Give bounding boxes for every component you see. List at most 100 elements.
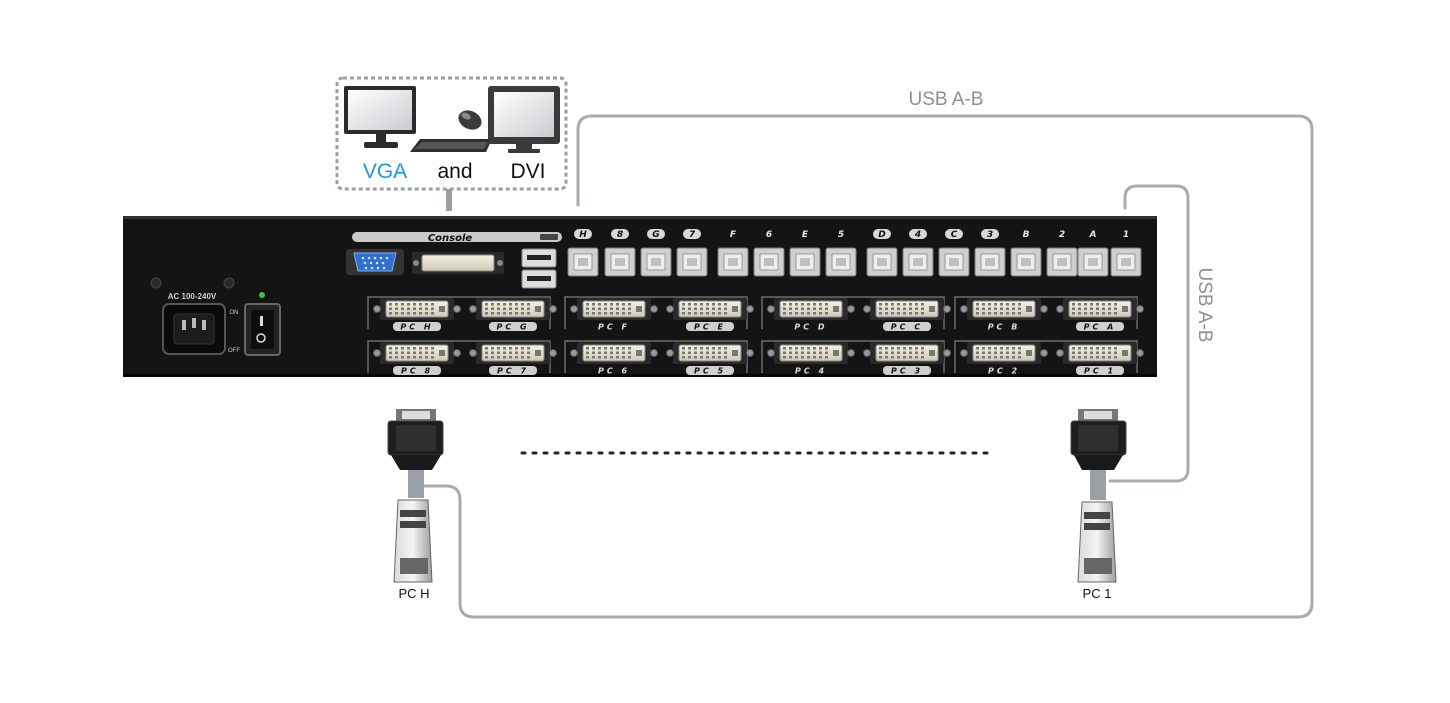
pc-dvi-port[interactable] xyxy=(774,342,848,364)
pc-port-label-badge xyxy=(393,322,441,331)
pc-port-label: PC 4 xyxy=(795,367,827,376)
console-dvi-port[interactable] xyxy=(412,252,504,274)
console-vga-port[interactable] xyxy=(346,249,404,275)
screw-icon xyxy=(1056,305,1064,313)
screw-icon xyxy=(943,305,951,313)
pc-dvi-port[interactable] xyxy=(577,298,651,320)
pc-dvi-port[interactable] xyxy=(380,342,454,364)
pc-dvi-port[interactable] xyxy=(967,298,1041,320)
pc-port-label-badge xyxy=(489,322,537,331)
pc-dvi-port[interactable] xyxy=(870,342,944,364)
pc-port-label: PC G xyxy=(496,323,529,332)
pc-port-label: PC 1 xyxy=(1084,367,1116,376)
pc-dvi-port[interactable] xyxy=(476,342,550,364)
pc-port-label: PC 5 xyxy=(694,367,726,376)
pc-dvi-port[interactable] xyxy=(577,342,651,364)
screw-icon xyxy=(650,349,658,357)
power-switch[interactable] xyxy=(244,303,281,356)
vga-label: VGA xyxy=(363,160,407,183)
usb-b-port[interactable] xyxy=(676,247,708,277)
usb-port-label: B xyxy=(1023,230,1030,240)
pc-port-label-badge xyxy=(393,366,441,375)
pc-dvi-port[interactable] xyxy=(673,342,747,364)
console-label: Console xyxy=(428,233,473,244)
pc-port-label: PC H xyxy=(400,323,433,332)
pc-port-label: PC 2 xyxy=(988,367,1020,376)
screw-icon xyxy=(650,305,658,313)
pc-dvi-port[interactable] xyxy=(1063,342,1137,364)
usb-port-label: 1 xyxy=(1123,230,1129,240)
usb-b-port[interactable] xyxy=(866,247,898,277)
power-rating-label: AC 100-240V xyxy=(168,292,217,301)
pc-port-label: PC C xyxy=(891,323,923,332)
usb-cable-inner xyxy=(1108,184,1190,483)
screw-icon xyxy=(373,305,381,313)
screw-icon xyxy=(943,349,951,357)
pc-dvi-port[interactable] xyxy=(673,298,747,320)
usb-b-port[interactable] xyxy=(789,247,821,277)
console-peripherals-box: VGA and DVI xyxy=(335,76,568,211)
usb-b-port[interactable] xyxy=(640,247,672,277)
usb-port-label: 5 xyxy=(838,230,844,240)
usb-b-port[interactable] xyxy=(1077,247,1109,277)
pc-port-label: PC F xyxy=(598,323,630,332)
screw-icon xyxy=(549,305,557,313)
usb-b-port[interactable] xyxy=(1110,247,1142,277)
pc-left-label: PC H xyxy=(398,586,429,601)
pc-port-label-badge xyxy=(489,366,537,375)
usb-b-port[interactable] xyxy=(604,247,636,277)
usb-port-label-badge xyxy=(647,229,665,239)
usb-port-label-badge xyxy=(909,229,927,239)
screw-icon xyxy=(453,349,461,357)
usb-b-port[interactable] xyxy=(1010,247,1042,277)
usb-b-port[interactable] xyxy=(753,247,785,277)
pc-dvi-port[interactable] xyxy=(967,342,1041,364)
screw-icon xyxy=(469,305,477,313)
pc-port-label-badge xyxy=(883,322,931,331)
pc-dvi-port[interactable] xyxy=(380,298,454,320)
dvi-label: DVI xyxy=(510,160,545,183)
usb-b-port[interactable] xyxy=(938,247,970,277)
pc-dvi-port[interactable] xyxy=(870,298,944,320)
usb-port-label-badge xyxy=(981,229,999,239)
usb-b-port[interactable] xyxy=(902,247,934,277)
screw-icon xyxy=(960,349,968,357)
usb-b-port[interactable] xyxy=(825,247,857,277)
pc-port-label-badge xyxy=(686,366,734,375)
pc-port-label: PC 3 xyxy=(891,367,923,376)
pc-dvi-port[interactable] xyxy=(774,298,848,320)
power-led-icon xyxy=(259,292,265,298)
pc-dvi-port[interactable] xyxy=(476,298,550,320)
pc-port-label-badge xyxy=(1076,366,1124,375)
dvi-monitor-icon xyxy=(488,86,560,153)
usb-port-label: 4 xyxy=(914,230,921,240)
screw-icon xyxy=(1056,349,1064,357)
screw-icon xyxy=(1136,305,1144,313)
console-usb-ports[interactable] xyxy=(521,248,557,289)
usb-b-port[interactable] xyxy=(717,247,749,277)
screw-icon xyxy=(570,305,578,313)
pc-port-label-badge xyxy=(686,322,734,331)
usb-port-label: 6 xyxy=(766,230,772,240)
usb-port-label-badge xyxy=(574,229,592,239)
usb-port-label: H xyxy=(579,230,587,240)
usb-b-port[interactable] xyxy=(1046,247,1078,277)
dvi-plug-right xyxy=(1070,409,1127,500)
screw-icon xyxy=(767,305,775,313)
console-label-bar: Console xyxy=(352,232,562,244)
usb-port-label-badge xyxy=(683,229,701,239)
pc-dvi-port[interactable] xyxy=(1063,298,1137,320)
usb-port-label: E xyxy=(802,230,809,240)
usb-b-port[interactable] xyxy=(974,247,1006,277)
vga-monitor-icon xyxy=(344,86,416,148)
usb-b-port[interactable] xyxy=(567,247,599,277)
usb-cable-right-label: USB A-B xyxy=(1194,268,1215,343)
keyboard-icon xyxy=(410,139,492,152)
mouse-icon xyxy=(458,110,482,130)
pc-port-label: PC 8 xyxy=(401,367,433,376)
pc-port-label: PC A xyxy=(1084,323,1117,332)
usb-port-label: 8 xyxy=(617,230,623,240)
usb-port-label: F xyxy=(730,230,737,240)
pc-right-label: PC 1 xyxy=(1083,586,1112,601)
